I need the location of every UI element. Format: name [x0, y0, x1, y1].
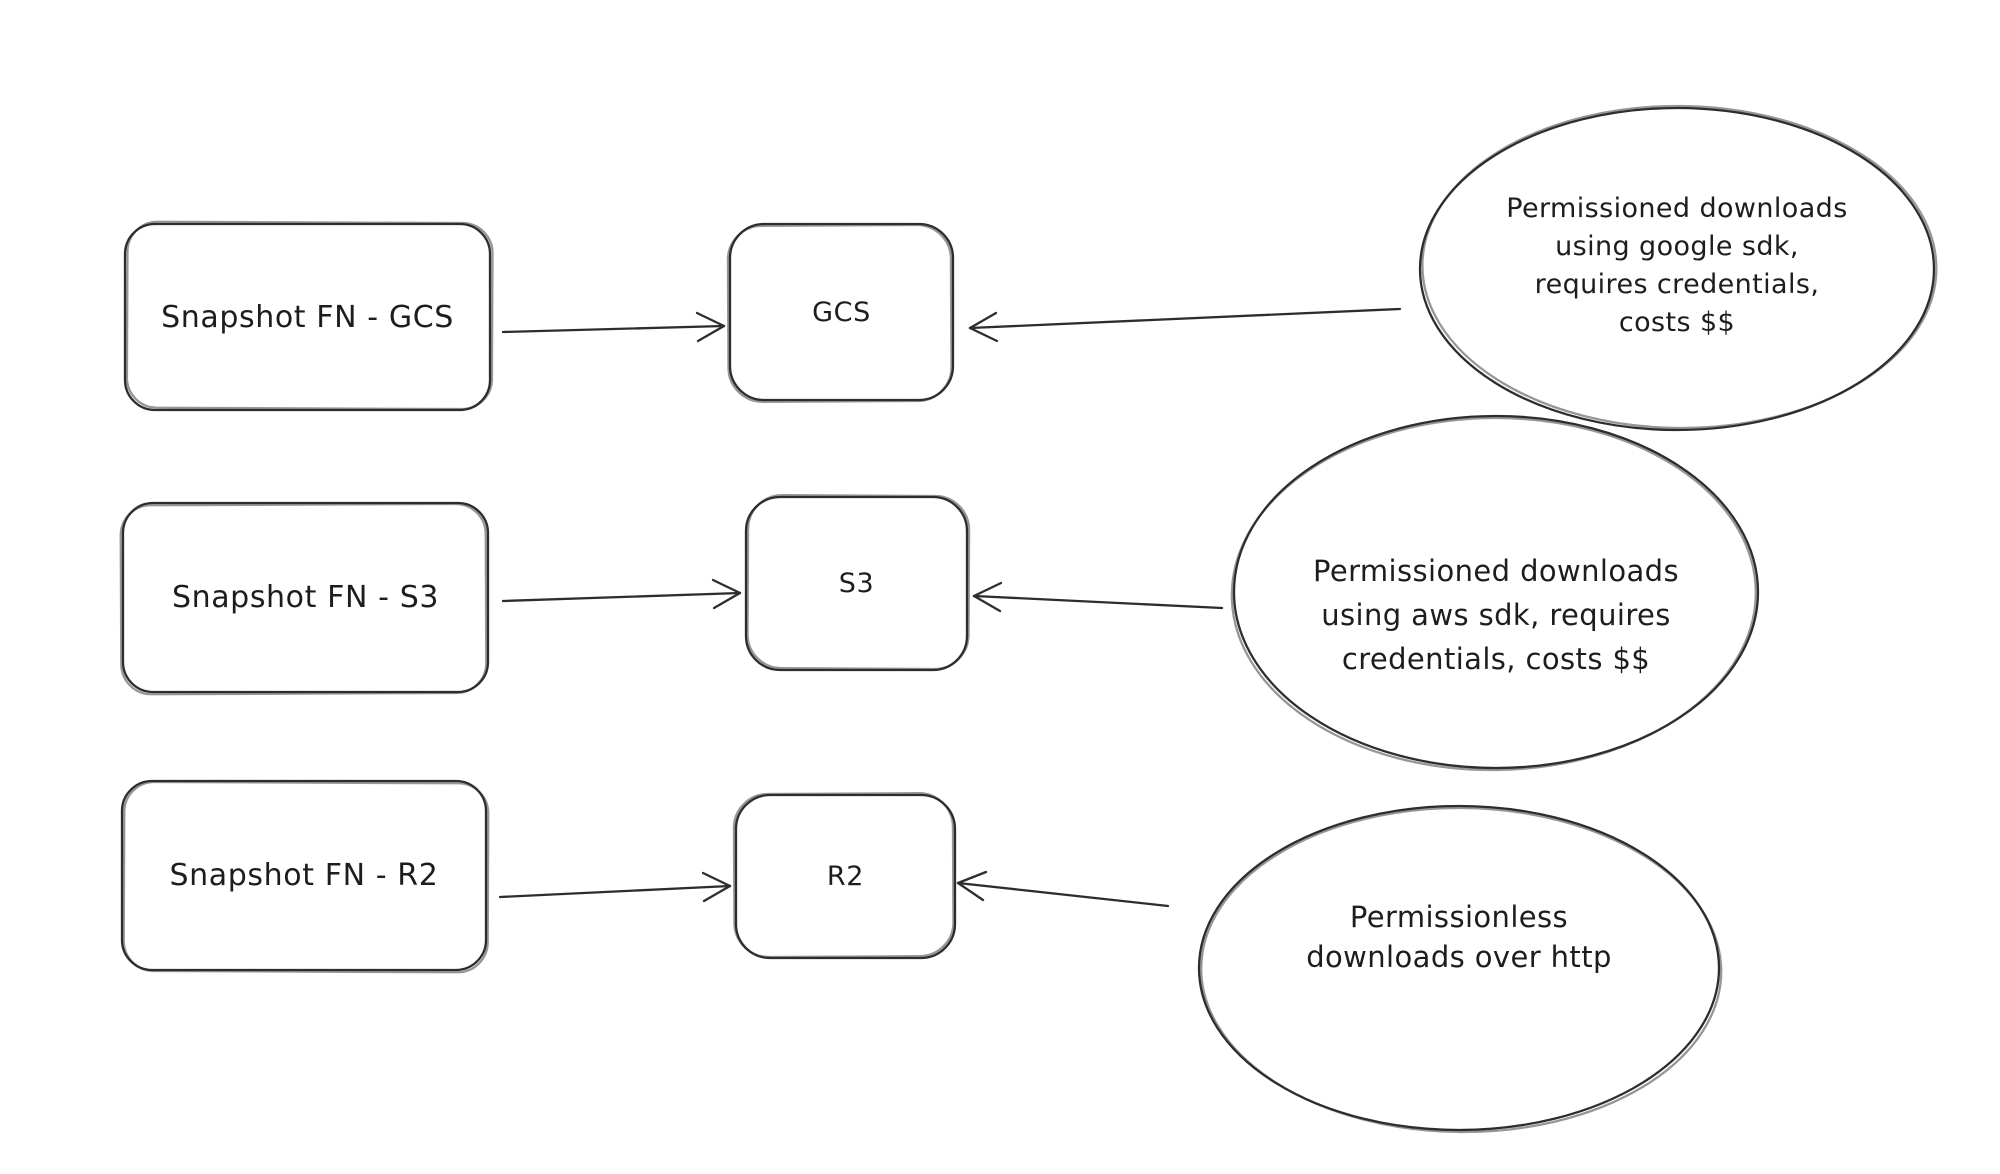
- row-2-target-box-label: S3: [838, 568, 875, 599]
- row-3-note-ellipse-shape: [1197, 804, 1724, 1136]
- row-1-source-box-label: Snapshot FN - GCS: [161, 299, 454, 335]
- note-line: using google sdk,: [1555, 231, 1799, 262]
- note-line: downloads over http: [1306, 940, 1612, 974]
- row-3-target-box-label: R2: [826, 861, 865, 892]
- row-1-note-text: Permissioned downloads using google sdk,…: [1447, 190, 1907, 342]
- row-1-source-arrow: [501, 311, 726, 343]
- row-1-note-ellipse-shape: [1418, 102, 1939, 432]
- row-3-source-box-label: Snapshot FN - R2: [169, 858, 439, 893]
- row-3-note-arrow: [956, 870, 1170, 908]
- note-line: costs $$: [1618, 307, 1736, 338]
- note-line: Permissionless: [1349, 900, 1569, 934]
- row-2-source-box-shape: [119, 501, 490, 696]
- row-2-source-box-label: Snapshot FN - S3: [171, 580, 440, 615]
- note-line: Permissioned downloads: [1312, 554, 1680, 588]
- note-line: Permissioned downloads: [1506, 193, 1848, 224]
- note-line: credentials, costs $$: [1341, 642, 1651, 676]
- row-3-source-arrow: [498, 871, 732, 903]
- note-line: requires credentials,: [1534, 269, 1820, 300]
- row-2-target-box-shape: [744, 493, 971, 672]
- note-line: using aws sdk, requires: [1321, 598, 1671, 632]
- row-2-note-ellipse-shape: [1229, 414, 1760, 774]
- row-3-note-text: Permissionless downloads over http: [1229, 897, 1689, 977]
- row-3-target-box-shape: [732, 791, 957, 960]
- row-1-target-box-shape: [726, 222, 955, 404]
- row-3-source-box-shape: [120, 779, 490, 974]
- row-2-note-arrow: [972, 581, 1224, 613]
- row-1-note-arrow: [968, 307, 1402, 343]
- row-1-source-box-shape: [123, 220, 494, 412]
- row-2-source-arrow: [501, 578, 742, 610]
- row-1-target-box-label: GCS: [812, 296, 871, 328]
- row-2-note-text: Permissioned downloads using aws sdk, re…: [1266, 549, 1726, 681]
